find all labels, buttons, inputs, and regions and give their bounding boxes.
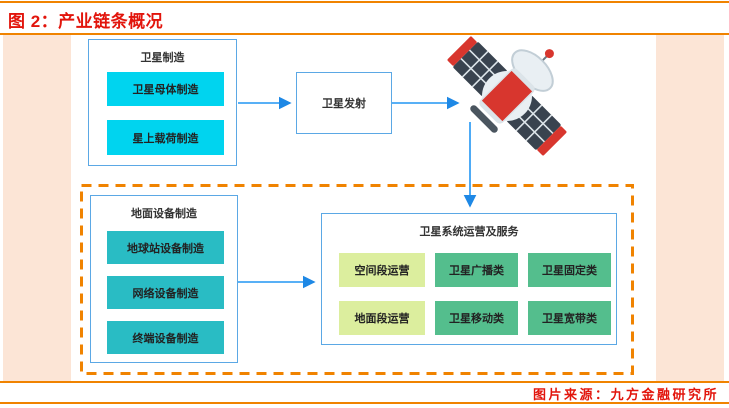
- top-divider: [0, 1, 729, 3]
- title-divider: [0, 33, 729, 35]
- chip-space-segment-operation: 空间段运营: [339, 253, 425, 287]
- services-box: 卫星系统运营及服务 空间段运营 卫星广播类 卫星固定类 地面段运营 卫星移动类 …: [321, 213, 617, 345]
- satellite-manufacturing-box: 卫星制造 卫星母体制造 星上载荷制造: [88, 39, 237, 166]
- chip-earth-station-equipment: 地球站设备制造: [107, 231, 224, 264]
- chip-satellite-body-manufacturing: 卫星母体制造: [107, 72, 224, 106]
- chip-terminal-equipment: 终端设备制造: [107, 321, 224, 354]
- satellite-launch-box: 卫星发射: [296, 72, 392, 134]
- downstream-dashed-frame: [80, 184, 634, 375]
- footer-divider-bottom: [0, 402, 729, 404]
- chip-ground-segment-operation: 地面段运营: [339, 301, 425, 335]
- ground-equipment-box: 地面设备制造 地球站设备制造 网络设备制造 终端设备制造: [90, 195, 238, 363]
- chip-network-equipment: 网络设备制造: [107, 276, 224, 309]
- image-source-note: 图片来源：九方金融研究所: [532, 387, 719, 402]
- ground-equipment-title: 地面设备制造: [131, 208, 197, 220]
- left-margin-band: [3, 35, 71, 381]
- chip-satellite-fixed: 卫星固定类: [528, 253, 611, 287]
- chip-onboard-payload-manufacturing: 星上载荷制造: [107, 120, 224, 155]
- chip-satellite-broadcast: 卫星广播类: [435, 253, 518, 287]
- services-title: 卫星系统运营及服务: [419, 226, 519, 238]
- satellite-icon: [447, 36, 567, 156]
- chip-satellite-mobile: 卫星移动类: [435, 301, 518, 335]
- chip-satellite-broadband: 卫星宽带类: [528, 301, 611, 335]
- satellite-manufacturing-title: 卫星制造: [140, 52, 185, 64]
- footer-divider-top: [0, 381, 729, 383]
- figure-title: 图 2：产业链条概况: [8, 12, 164, 31]
- right-margin-band: [656, 35, 724, 381]
